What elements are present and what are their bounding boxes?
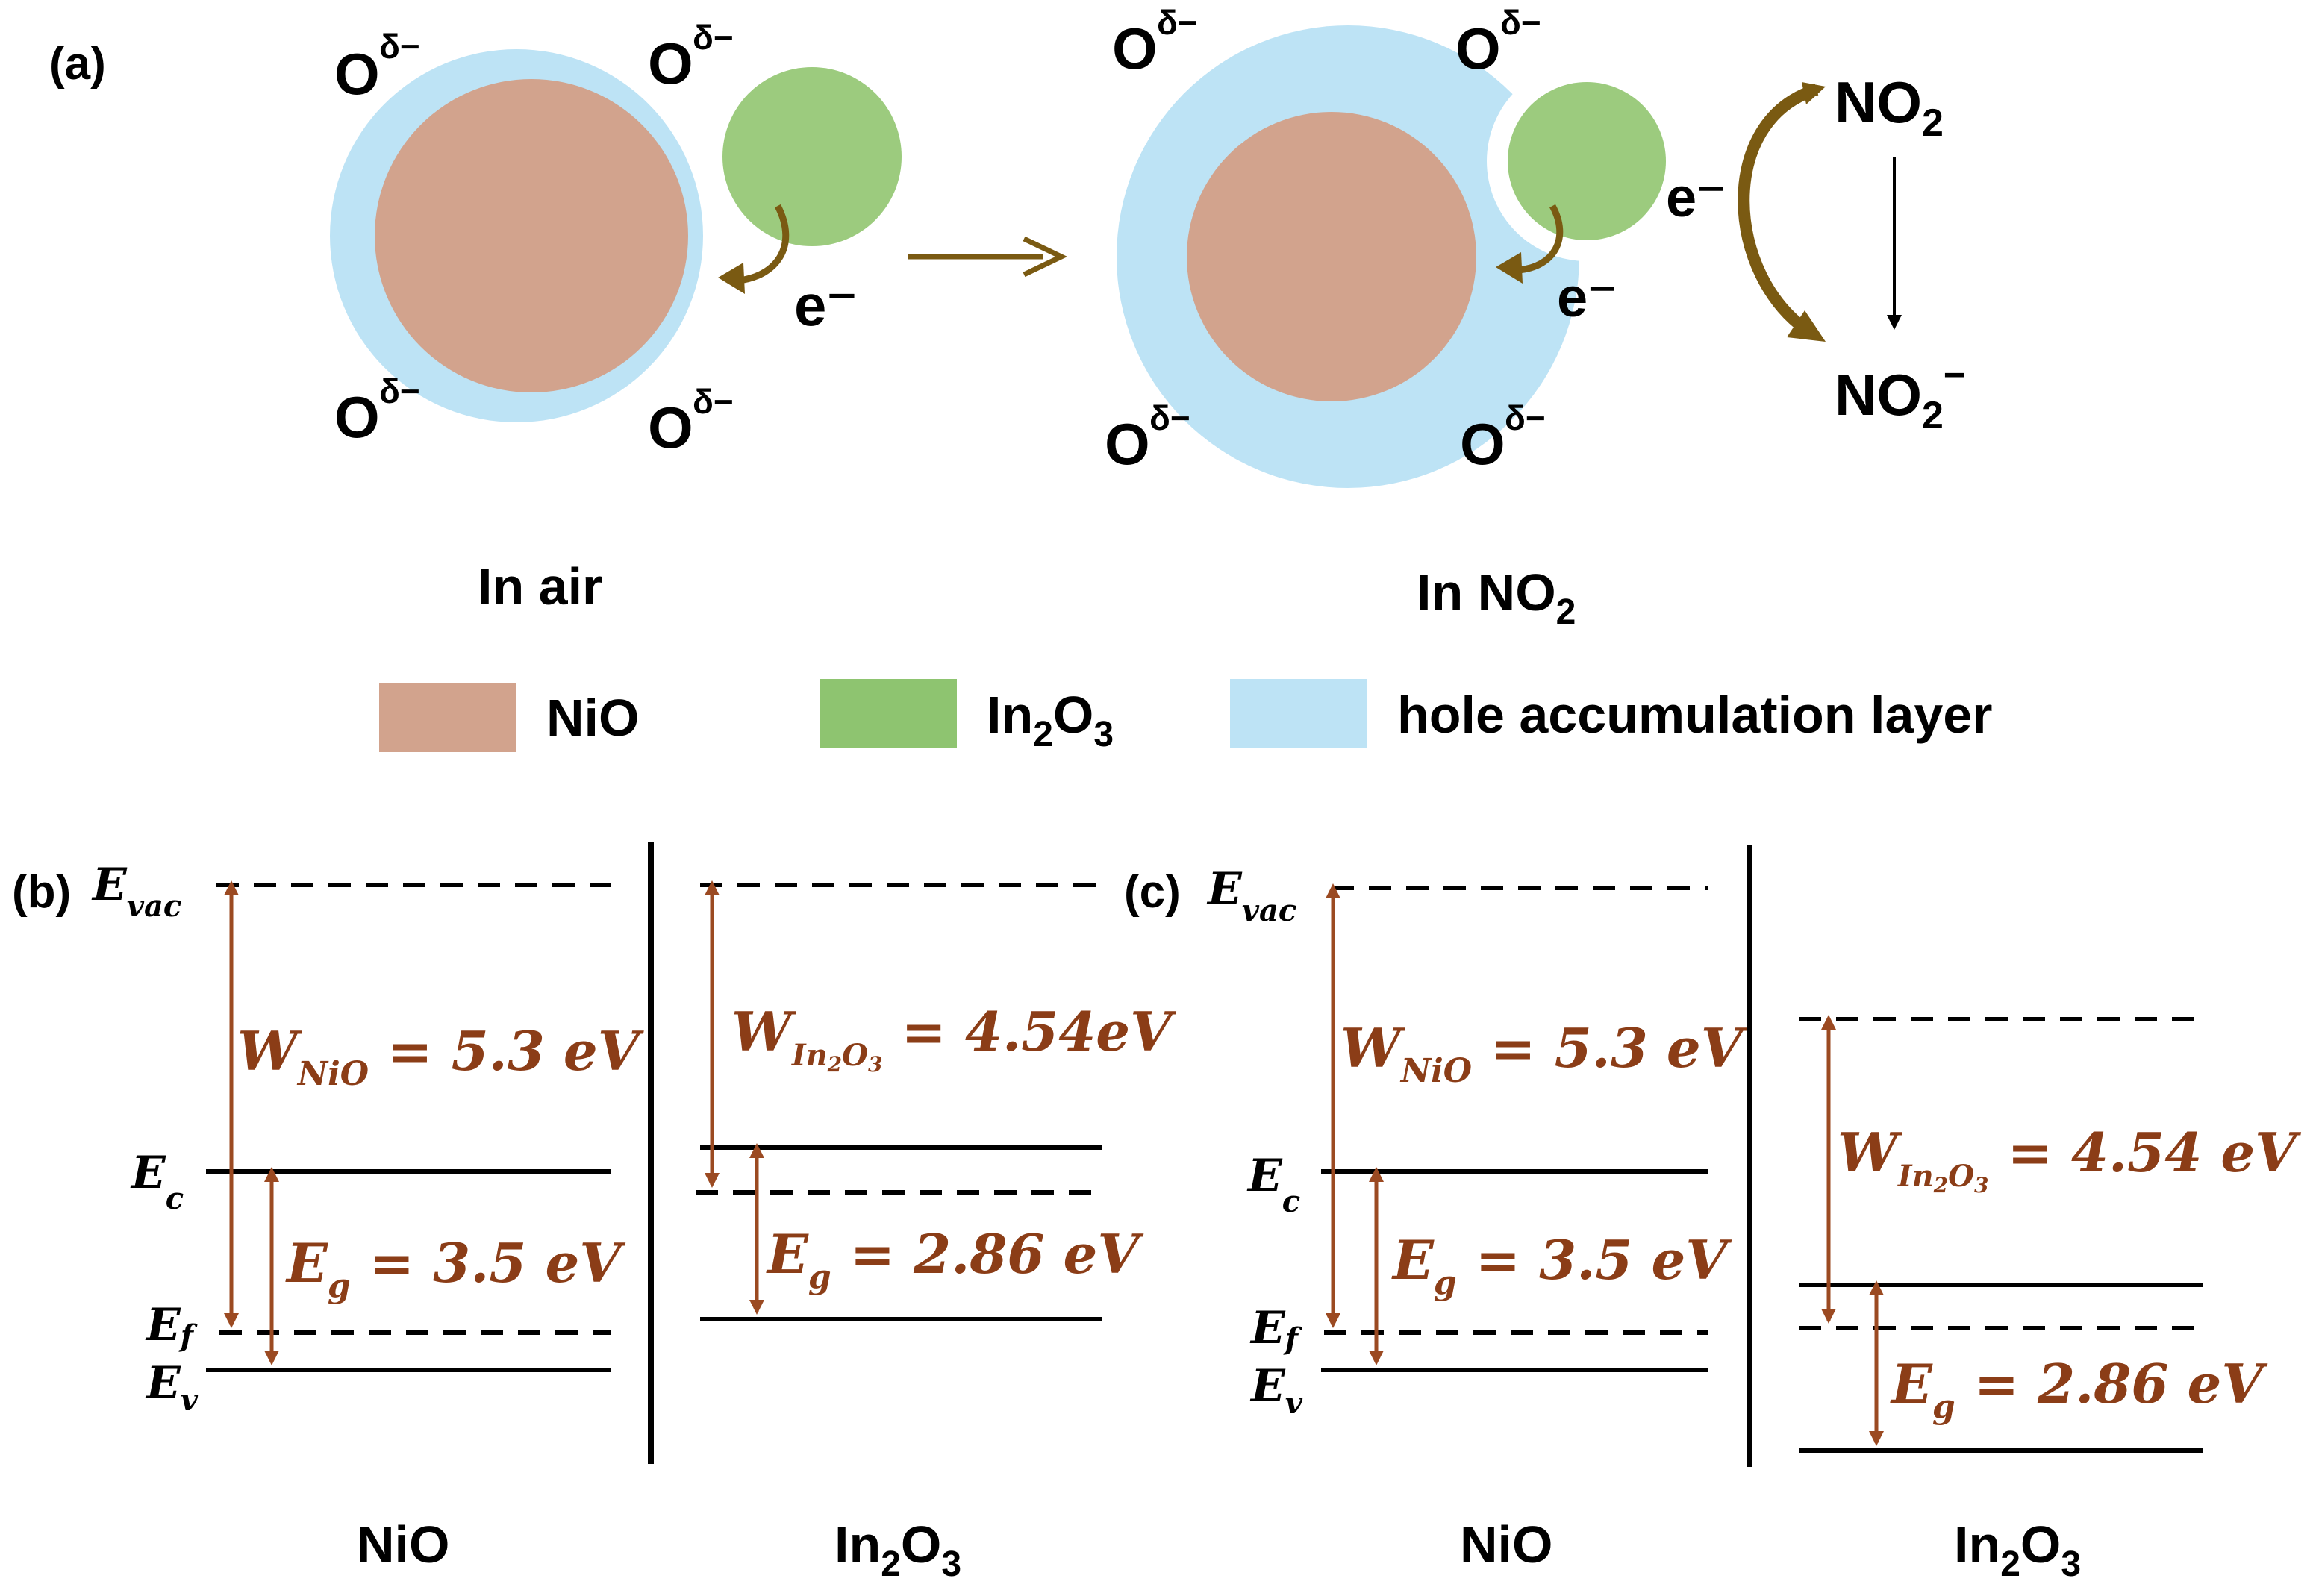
- panel-c-label: (c): [1124, 866, 1181, 918]
- panel-b: (b) Evac Ec Ef Ev WNiO = 5.3 eV Eg = 3.5…: [12, 842, 1176, 1584]
- no2-in2o3-particle: [1508, 82, 1666, 240]
- no2-electron-inner-label: e⁻: [1557, 266, 1617, 328]
- panel-a: (a) O δ− O δ− O δ− O δ− e⁻: [49, 3, 1992, 754]
- b-level-ec: Ec: [130, 1147, 184, 1216]
- no2-electron-arrowhead: [1496, 252, 1523, 284]
- reactant-no2: NO2: [1835, 69, 1944, 145]
- air-o-sup-1: δ−: [379, 27, 420, 66]
- panel-b-label: (b): [12, 866, 71, 918]
- air-electron-label: e⁻: [794, 272, 858, 338]
- air-o-sup-3: δ−: [379, 372, 420, 410]
- c-in2o3-work-function-label: WIn2O3 = 4.54 eV: [1838, 1121, 2301, 1198]
- no2-o-sup-4: δ−: [1505, 398, 1546, 437]
- legend-swatch-hole-layer: [1230, 679, 1367, 748]
- air-o-label-3: O: [334, 384, 380, 450]
- panel-c: (c) Evac Ec Ef Ev WNiO = 5.3 eV Eg = 3.5…: [1124, 845, 2301, 1584]
- legend-swatch-nio: [379, 683, 516, 752]
- no2-o-label-2: O: [1455, 16, 1501, 81]
- c-nio-bandgap-label: Eg = 3.5 eV: [1391, 1228, 1732, 1302]
- b-level-evac: Evac: [91, 859, 181, 924]
- no2-electron-outer-label: e⁻: [1666, 166, 1726, 228]
- b-axis-label-nio: NiO: [357, 1515, 449, 1574]
- state-transition-arrowhead: [1023, 236, 1068, 278]
- no2-electron-transfer-arrow: [1517, 204, 1564, 274]
- product-no2-ion: NO2−: [1835, 354, 1966, 437]
- air-in2o3-particle: [722, 67, 902, 246]
- c-level-evac: Evac: [1206, 863, 1296, 928]
- legend-label-nio: NiO: [546, 689, 639, 747]
- no2-o-sup-1: δ−: [1157, 3, 1198, 42]
- air-state-particles: [330, 45, 924, 422]
- no2-nio-particle: [1187, 112, 1476, 401]
- no2-o-label-4: O: [1460, 411, 1505, 477]
- no2-o-label-3: O: [1105, 411, 1150, 477]
- c-nio-work-function-label: WNiO = 5.3 eV: [1340, 1016, 1747, 1090]
- b-axis-label-in2o3: In2O3: [834, 1515, 961, 1584]
- no2-adsorption-arrowhead: [1787, 310, 1826, 342]
- air-electron-transfer-arrow: [738, 204, 790, 284]
- air-o-label-2: O: [648, 31, 693, 96]
- caption-in-no2: In NO2: [1417, 563, 1576, 632]
- b-nio-bandgap-label: Eg = 3.5 eV: [285, 1231, 625, 1305]
- c-level-ef: Ef: [1249, 1302, 1302, 1356]
- legend-label-in2o3: In2O3: [987, 686, 1114, 754]
- panel-a-label: (a): [49, 38, 106, 90]
- no2-adsorption-arrowtail: [1802, 82, 1826, 104]
- no2-state-particles: [1117, 25, 1902, 488]
- air-nio-particle: [375, 79, 688, 392]
- b-level-ev: Ev: [145, 1357, 199, 1418]
- air-o-sup-4: δ−: [693, 382, 734, 421]
- legend: NiO In2O3 hole accumulation layer: [379, 679, 1992, 754]
- c-axis-label-in2o3: In2O3: [1954, 1515, 2081, 1584]
- b-level-ef: Ef: [145, 1299, 198, 1354]
- no2-o-label-1: O: [1112, 16, 1158, 81]
- no2-adsorption-arrow: [1738, 84, 1819, 338]
- caption-in-air: In air: [478, 557, 602, 616]
- no2-o-sup-3: δ−: [1149, 398, 1190, 437]
- no2-o-sup-2: δ−: [1500, 3, 1541, 42]
- legend-label-hole-layer: hole accumulation layer: [1397, 686, 1992, 744]
- air-electron-arrowhead: [718, 263, 745, 294]
- c-level-ev: Ev: [1249, 1360, 1303, 1421]
- legend-swatch-in2o3: [820, 679, 957, 748]
- b-nio-work-function-label: WNiO = 5.3 eV: [237, 1019, 644, 1093]
- c-level-ec: Ec: [1246, 1150, 1300, 1219]
- air-o-sup-2: δ−: [693, 18, 734, 57]
- air-o-label-1: O: [334, 41, 380, 107]
- c-axis-label-nio: NiO: [1460, 1515, 1552, 1574]
- b-in2o3-work-function-label: WIn2O3 = 4.54eV: [731, 1000, 1176, 1077]
- air-o-label-4: O: [648, 395, 693, 460]
- c-in2o3-bandgap-label: Eg = 2.86 eV: [1890, 1352, 2267, 1426]
- b-in2o3-bandgap-label: Eg = 2.86 eV: [766, 1222, 1143, 1296]
